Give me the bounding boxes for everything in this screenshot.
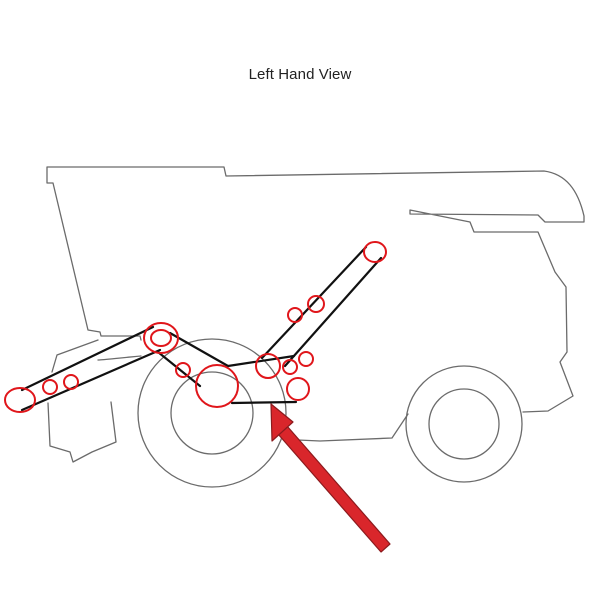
red-arrow-icon [270, 403, 391, 553]
rear-steer-wheel-hub [428, 388, 500, 460]
feeder-belt-lower [20, 348, 162, 412]
main-drive-belt-upper [168, 331, 230, 368]
tensioner-pulley [175, 362, 191, 378]
upper-drive-pulley-inner [150, 329, 172, 347]
rear-steer-wheel [405, 365, 523, 483]
elevator-mid-pulley-1 [287, 307, 303, 323]
page-title: Left Hand View [248, 66, 352, 83]
feeder-pulley [4, 387, 36, 413]
elevator-belt-left [260, 245, 368, 360]
idler-pulley-1 [42, 379, 58, 395]
crossover-belt-lower [230, 400, 298, 405]
arrow-head [270, 403, 294, 442]
pulleys [4, 241, 387, 413]
arrow-shaft [277, 425, 391, 553]
elevator-belt-right [283, 256, 383, 368]
elevator-top-pulley [363, 241, 387, 263]
main-drive-belt-lower [156, 350, 202, 388]
front-drive-wheel-hub [170, 371, 254, 455]
elevator-idler-1 [282, 359, 298, 375]
combine-body-outline [46, 166, 585, 463]
crossover-pulley [286, 377, 310, 401]
combine-outline [46, 166, 585, 488]
elevator-idler-2 [298, 351, 314, 367]
crossover-belt-upper [226, 354, 296, 368]
elevator-mid-pulley-2 [307, 295, 325, 313]
main-engine-pulley [195, 364, 239, 408]
feeder-belt-upper [20, 325, 155, 392]
front-drive-wheel [137, 338, 287, 488]
upper-drive-pulley-outer [143, 322, 179, 354]
belt-routes [20, 245, 383, 412]
elevator-lower-pulley [255, 353, 281, 379]
idler-pulley-2 [63, 374, 79, 390]
